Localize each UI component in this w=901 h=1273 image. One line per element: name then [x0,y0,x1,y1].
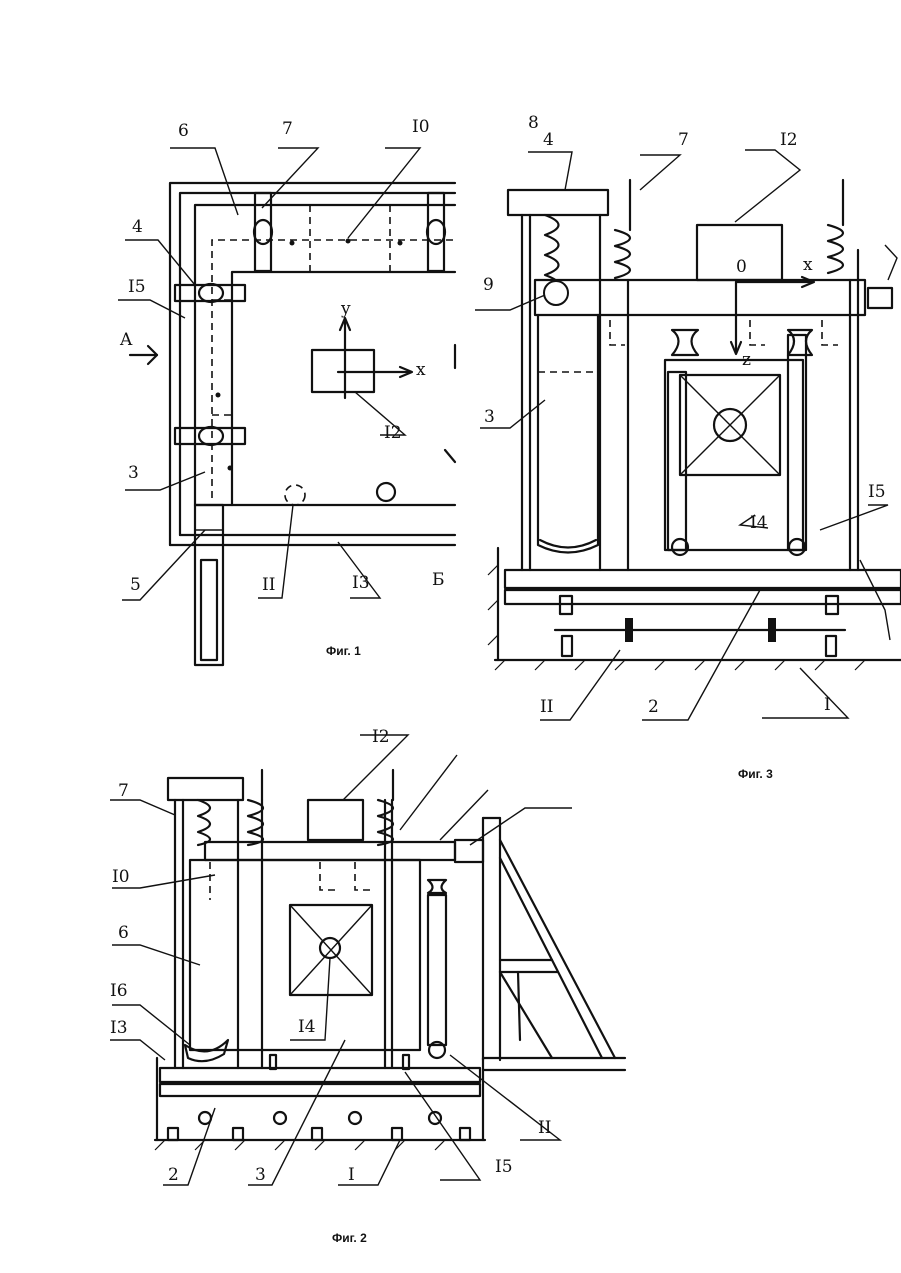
fig3-label-7: 7 [678,130,689,150]
figure-2: I2 7 I0 6 I6 I3 I4 II 2 3 I I5 Фиг. 2 [110,727,625,1245]
fig1-label-15: I5 [128,277,146,297]
fig1-clamp-bolt [254,220,272,244]
fig1-circle [377,483,395,501]
fig1-clamp-4-bolt [199,284,223,302]
fig3-base-plate [505,570,901,588]
fig1-clamp-3-bolt [199,427,223,445]
fig3-axis-z: z [742,350,751,370]
fig1-label-3: 3 [128,463,139,483]
fig2-label-10: I0 [112,867,130,887]
fig3-label-15: I5 [868,482,886,502]
fig1-hidden-circle [285,485,305,505]
fig1-clamp-3 [175,428,245,444]
fig3-label-14: I4 [750,513,768,533]
fig1-caption: Фиг. 1 [326,644,361,658]
fig1-platform-edge [195,205,455,505]
fig3-label-3: 3 [484,407,495,427]
fig3-top-block [508,190,608,215]
figure-3: 8 4 7 I2 0 x 9 z 3 I4 I5 II 2 I Фиг. 3 [475,113,901,781]
fig2-label-3: 3 [255,1165,266,1185]
fig3-label-1: I [824,695,831,715]
figure-1: 6 7 I0 4 I5 A 3 5 I2 II I3 Б y x Фиг. 1 [118,117,455,665]
fig2-side-strut [428,895,446,1045]
fig2-top-block [168,778,243,800]
fig1-label-7: 7 [282,119,293,139]
fig2-label-12: I2 [372,727,390,747]
fig3-pivot-9 [544,281,568,305]
fig1-label-5: 5 [130,575,141,595]
fig1-axis-y: y [340,299,351,319]
fig1-label-b: Б [432,570,445,590]
fig3-cylinder-3 [538,315,598,553]
fig2-truss-diagonal [500,840,615,1058]
fig3-label-9: 9 [483,275,494,295]
fig1-label-4: 4 [132,217,143,237]
fig3-label-8: 8 [528,113,539,133]
fig2-block-12 [308,800,363,840]
fig3-label-11: II [540,697,553,717]
fig2-label-13: I3 [110,1018,128,1038]
fig1-actuator [195,505,223,665]
fig1-label-10: I0 [412,117,430,137]
fig2-label-16: I6 [110,981,128,1001]
fig2-label-2: 2 [168,1165,179,1185]
fig1-label-13: I3 [352,573,370,593]
fig2-main-beam [205,842,455,860]
fig1-clamp-4 [175,285,245,301]
fig3-spring-right [828,225,843,273]
fig3-label-4: 4 [543,130,554,150]
fig3-axis-x: x [803,255,813,275]
fig3-caption: Фиг. 3 [738,767,773,781]
fig1-label-11: II [262,575,275,595]
fig3-spring [545,215,559,290]
fig1-axis-x: x [416,360,426,380]
fig1-hidden-lines [212,205,390,415]
fig2-label-14: I4 [298,1017,316,1037]
fig2-label-11: II [538,1118,551,1138]
fig1-inner-frame [180,193,455,535]
fig2-base-plate [160,1068,480,1082]
fig2-label-15: I5 [495,1157,513,1177]
fig1-label-a: A [119,330,133,350]
fig2-label-1: I [348,1165,355,1185]
fig1-actuator-rod [201,560,217,660]
fig3-label-12: I2 [780,130,798,150]
fig3-main-beam [535,280,865,315]
fig2-label-7: 7 [118,781,129,801]
fig3-label-2: 2 [648,697,659,717]
fig3-label-0: 0 [736,257,747,277]
fig2-label-6: 6 [118,923,129,943]
fig2-caption: Фиг. 2 [332,1231,367,1245]
fig1-label-12: I2 [384,423,402,443]
fig3-spring-7 [615,230,630,278]
fig1-label-6: 6 [178,121,189,141]
fig1-leader-7 [262,148,318,208]
